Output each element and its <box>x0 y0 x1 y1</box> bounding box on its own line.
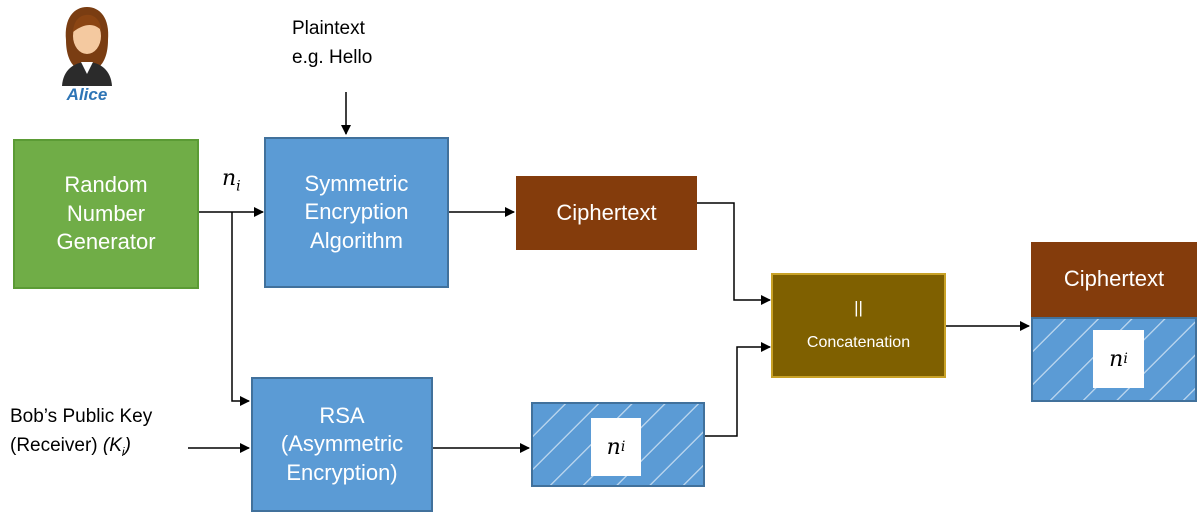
encrypted-nonce-subscript: i <box>620 439 626 455</box>
rng-line2: Number <box>66 200 146 226</box>
symmetric-line3: Algorithm <box>310 227 403 253</box>
plaintext-label: Plaintext e.g. Hello <box>292 14 372 73</box>
bob-key-line1: Bob’s Public Key <box>10 406 153 427</box>
output-nonce-subscript: i <box>1123 351 1128 367</box>
ciphertext-box: Ciphertext <box>516 176 697 250</box>
person-icon <box>62 7 112 86</box>
alice-name: Alice <box>66 85 108 104</box>
concatenation-box: || Concatenation <box>771 273 946 378</box>
output-nonce-base: n <box>1109 346 1124 372</box>
rng-line3: Generator <box>56 229 156 255</box>
alice-avatar <box>60 4 114 86</box>
encrypted-nonce-base: n <box>606 434 621 460</box>
bob-public-key-label: Bob’s Public Key (Receiver) (Ki) <box>10 402 152 462</box>
plaintext-example: e.g. Hello <box>292 47 373 69</box>
rsa-box: RSA (Asymmetric Encryption) <box>251 377 433 512</box>
arrow-ciphertext-to-concatenation <box>697 202 771 305</box>
rng-line1: Random <box>64 172 148 198</box>
symmetric-encryption-box: Symmetric Encryption Algorithm <box>264 137 449 288</box>
nonce-base: n <box>222 166 237 191</box>
arrow-encrypted-nonce-to-concatenation <box>705 342 771 437</box>
nonce-subscript: i <box>236 178 241 195</box>
bob-key-base: (K <box>102 435 122 457</box>
output-ciphertext-label: Ciphertext <box>1063 266 1165 292</box>
symmetric-line2: Encryption <box>304 199 409 225</box>
concat-label: Concatenation <box>806 334 911 352</box>
plaintext-line1: Plaintext <box>292 18 365 39</box>
rsa-line1: RSA <box>319 402 365 428</box>
bob-key-symbol: (Ki) <box>102 435 131 460</box>
random-number-generator: Random Number Generator <box>13 139 199 289</box>
arrow-nonce-to-rsa <box>231 212 250 406</box>
output-ciphertext-box: Ciphertext <box>1031 242 1197 317</box>
bob-key-receiver: (Receiver) <box>10 435 103 457</box>
bob-key-subscript: i <box>121 445 125 460</box>
symmetric-line1: Symmetric <box>304 170 409 196</box>
concat-symbol: || <box>854 298 863 318</box>
rsa-line3: Encryption) <box>286 459 398 485</box>
ciphertext-label: Ciphertext <box>556 199 657 225</box>
bob-key-line2: (Receiver) (Ki) <box>10 431 152 461</box>
bob-key-close: ) <box>124 435 131 457</box>
nonce-label: ni <box>222 166 241 194</box>
rsa-line2: (Asymmetric <box>280 431 404 457</box>
